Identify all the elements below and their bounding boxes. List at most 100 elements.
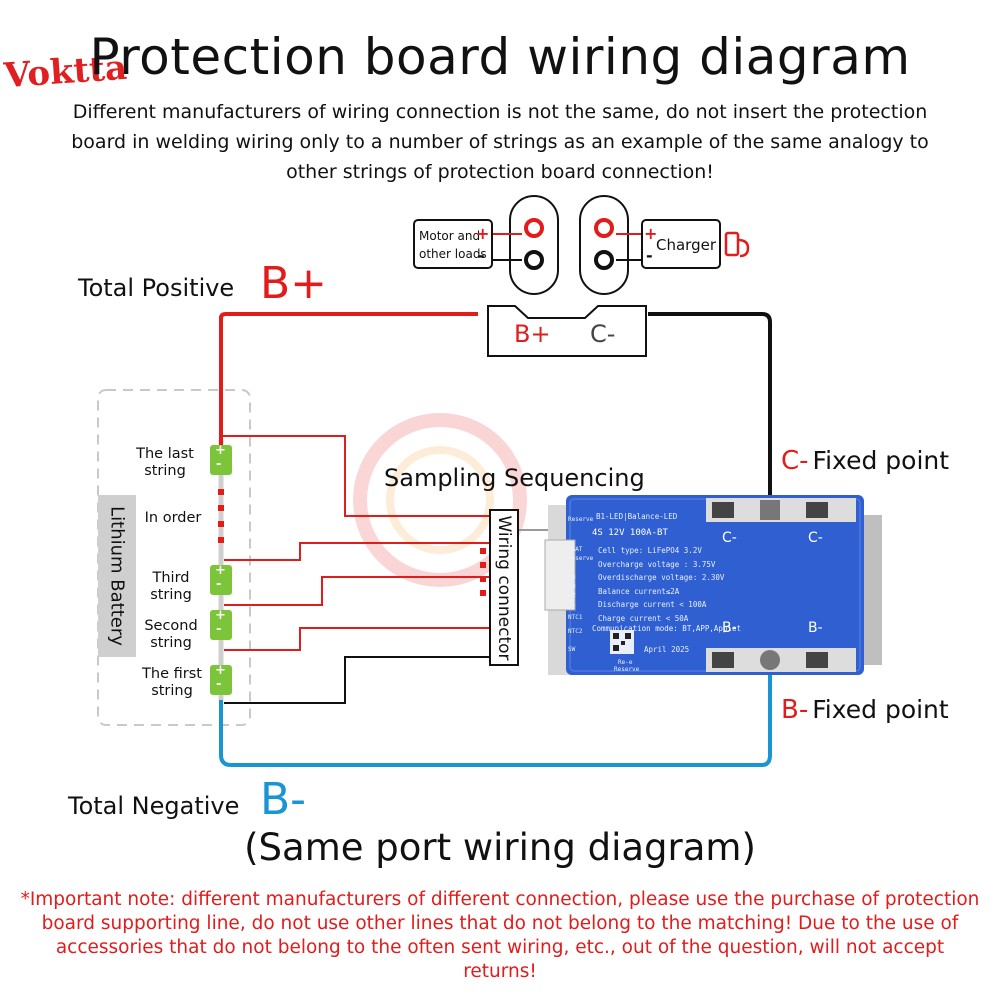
sample-wire-neg [224, 656, 490, 704]
charger-label: Charger [656, 236, 716, 254]
motor-box [413, 219, 493, 269]
plug-left [509, 195, 559, 295]
cell-first-plus: + [215, 663, 226, 678]
cell-third [210, 565, 232, 595]
charger-icon [724, 231, 750, 258]
b-fixed-point: B-Fixed point [781, 695, 949, 725]
third-string-label: Third string [136, 570, 206, 604]
pin-b4: B4 [568, 573, 576, 581]
board-side-sw: SW [568, 646, 576, 653]
board-side-ntc2: NTC2 [568, 628, 583, 635]
board-model: 4S 12V 100A-BT [592, 528, 668, 538]
first-string-line1: The first [142, 666, 202, 682]
sample-wire-1 [224, 627, 490, 651]
sample-wire-2 [224, 576, 490, 606]
intro-text: Different manufacturers of wiring connec… [71, 101, 929, 183]
board-specs: Cell type: LiFePO4 3.2V Overcharge volta… [598, 544, 724, 625]
charger-minus: - [646, 246, 653, 265]
board-bottom-reserve: Reserve [614, 666, 640, 673]
c-fixed-sign: C- [781, 446, 809, 476]
total-negative-label: Total Negative [68, 792, 240, 820]
third-string-line1: Third [152, 570, 190, 586]
in-order-dots [218, 489, 224, 543]
second-string-label: Second string [136, 618, 206, 652]
motor-label: Motor and other loads [419, 227, 489, 263]
battery-label-bar [98, 495, 136, 657]
last-string-line1: The last [136, 446, 194, 462]
wiring-connector-box [489, 509, 519, 666]
second-string-line1: Second [144, 618, 198, 634]
motor-line-1: Motor and [419, 229, 481, 243]
board-pins: B4 B3 B2 B1 [568, 573, 576, 609]
board-spec-2: Overcharge voltage : 3.75V [598, 559, 716, 569]
cell-first [210, 665, 232, 695]
total-positive-sign: B+ [260, 258, 328, 309]
cell-last-minus: - [216, 457, 222, 472]
bplus-wire [219, 312, 478, 450]
last-string-label: The last string [130, 446, 200, 480]
board-side-reserve2: Reserve [568, 555, 594, 562]
cell-last [210, 445, 232, 475]
board-spec-3: Overdischarge voltage: 2.30V [598, 573, 725, 582]
motor-minus: - [478, 246, 485, 265]
total-positive-label: Total Positive [78, 274, 235, 302]
cell-third-minus: - [216, 577, 222, 592]
port-bplus: B+ [514, 320, 551, 348]
board-comm: Communication mode: BT,APP,Applet [592, 624, 742, 633]
important-note: *Important note: different manufacturers… [20, 889, 980, 982]
board-header: B1-LED|Balance-LED [596, 512, 678, 521]
cell-last-plus: + [215, 443, 226, 458]
in-order-label: In order [144, 510, 202, 526]
total-negative-sign: B- [260, 774, 307, 825]
pin-b3: B3 [568, 582, 576, 590]
battery-label: Lithium Battery [98, 495, 136, 657]
c-fixed-point: C-Fixed point [781, 446, 949, 476]
pin-b2: B2 [568, 591, 576, 599]
board-terminal-c1: C- [722, 530, 737, 546]
battery-label-text: Lithium Battery [106, 506, 128, 646]
connector-dots [480, 548, 486, 596]
board-side-ubat: UBAT [568, 546, 583, 553]
board-terminal-c2: C- [808, 530, 823, 546]
board-side-ntc1: NTC1 [568, 614, 583, 621]
motor-line-2: other loads [419, 247, 487, 261]
wiring-connector-text: Wiring connector [494, 515, 514, 660]
motor-plus: + [476, 224, 490, 243]
board-bottom-ree: Re-e [618, 659, 633, 666]
board-terminal-b2: B- [808, 620, 823, 636]
board-spec-4: Balance current≤2A [598, 586, 680, 596]
watermark-logo [353, 413, 527, 587]
first-string-label: The first string [136, 666, 208, 700]
page-title: Protection board wiring diagram [89, 28, 911, 86]
charger-box [641, 219, 721, 269]
pin-b1: B1 [568, 600, 576, 608]
sample-wire-last [221, 435, 490, 517]
board-side-reserve1: Reserve [568, 516, 594, 523]
board-date: April 2025 [644, 645, 690, 654]
plug-right [579, 195, 629, 295]
bminus-wire [219, 655, 772, 767]
first-string-line2: string [151, 683, 193, 699]
cminus-wire [648, 312, 772, 515]
board-spec-1: Cell type: LiFePO4 3.2V [598, 546, 702, 555]
port-block [487, 305, 647, 357]
sample-wire-3 [224, 542, 490, 561]
b-fixed-sign: B- [781, 695, 809, 725]
board-spec-6: Charge current < 50A [598, 613, 689, 623]
c-fixed-label: Fixed point [812, 446, 950, 475]
wiring-connector-label: Wiring connector [490, 510, 518, 665]
third-string-line2: string [150, 587, 192, 603]
last-string-line2: string [144, 463, 186, 479]
cell-second-plus: + [215, 608, 226, 623]
b-fixed-label: Fixed point [812, 695, 949, 724]
sampling-label: Sampling Sequencing [384, 464, 645, 492]
board-terminal-b1: B- [722, 620, 737, 636]
board-spec-5: Discharge current < 100A [598, 600, 707, 609]
second-string-line2: string [150, 635, 192, 651]
cell-second [210, 610, 232, 640]
cell-first-minus: - [216, 677, 222, 692]
protection-board [544, 495, 882, 675]
charger-plus: + [644, 224, 658, 243]
cell-second-minus: - [216, 622, 222, 637]
